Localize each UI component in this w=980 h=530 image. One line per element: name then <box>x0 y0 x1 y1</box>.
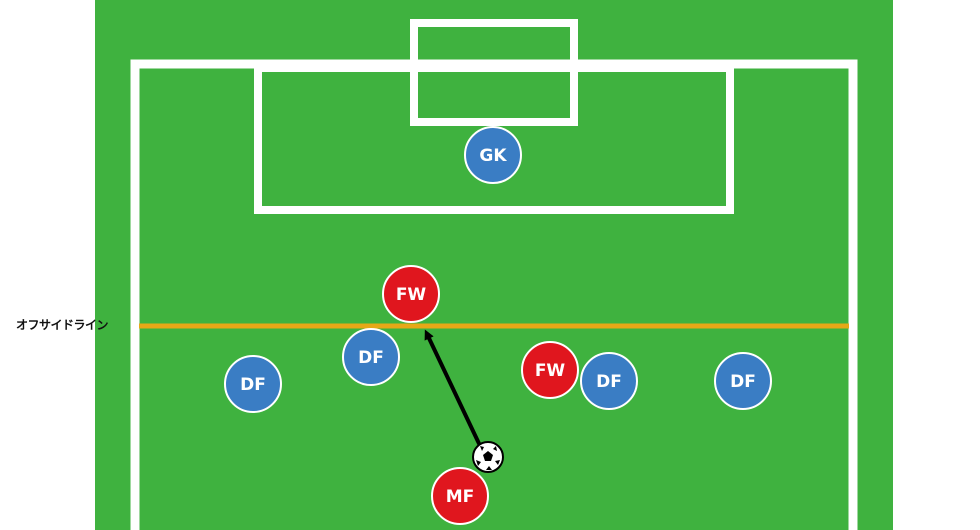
player-df-4: DF <box>714 352 772 410</box>
svg-text:FW: FW <box>535 361 566 381</box>
svg-text:DF: DF <box>240 375 266 395</box>
svg-text:DF: DF <box>358 348 384 368</box>
svg-text:DF: DF <box>730 372 756 392</box>
pass-arrow <box>424 329 485 453</box>
svg-text:MF: MF <box>446 487 475 507</box>
soccer-ball-icon <box>472 441 504 473</box>
pitch-background <box>95 0 893 530</box>
svg-text:GK: GK <box>479 146 507 166</box>
goal-area <box>410 19 578 126</box>
player-df-2: DF <box>342 328 400 386</box>
player-df-3: DF <box>580 352 638 410</box>
player-mf: MF <box>431 467 489 525</box>
player-fw-top: FW <box>382 265 440 323</box>
player-fw-right: FW <box>521 341 579 399</box>
player-df-1: DF <box>224 355 282 413</box>
offside-line-label: オフサイドライン <box>16 318 109 332</box>
penalty-area <box>254 64 734 214</box>
svg-text:DF: DF <box>596 372 622 392</box>
player-gk: GK <box>464 126 522 184</box>
svg-text:FW: FW <box>396 285 427 305</box>
